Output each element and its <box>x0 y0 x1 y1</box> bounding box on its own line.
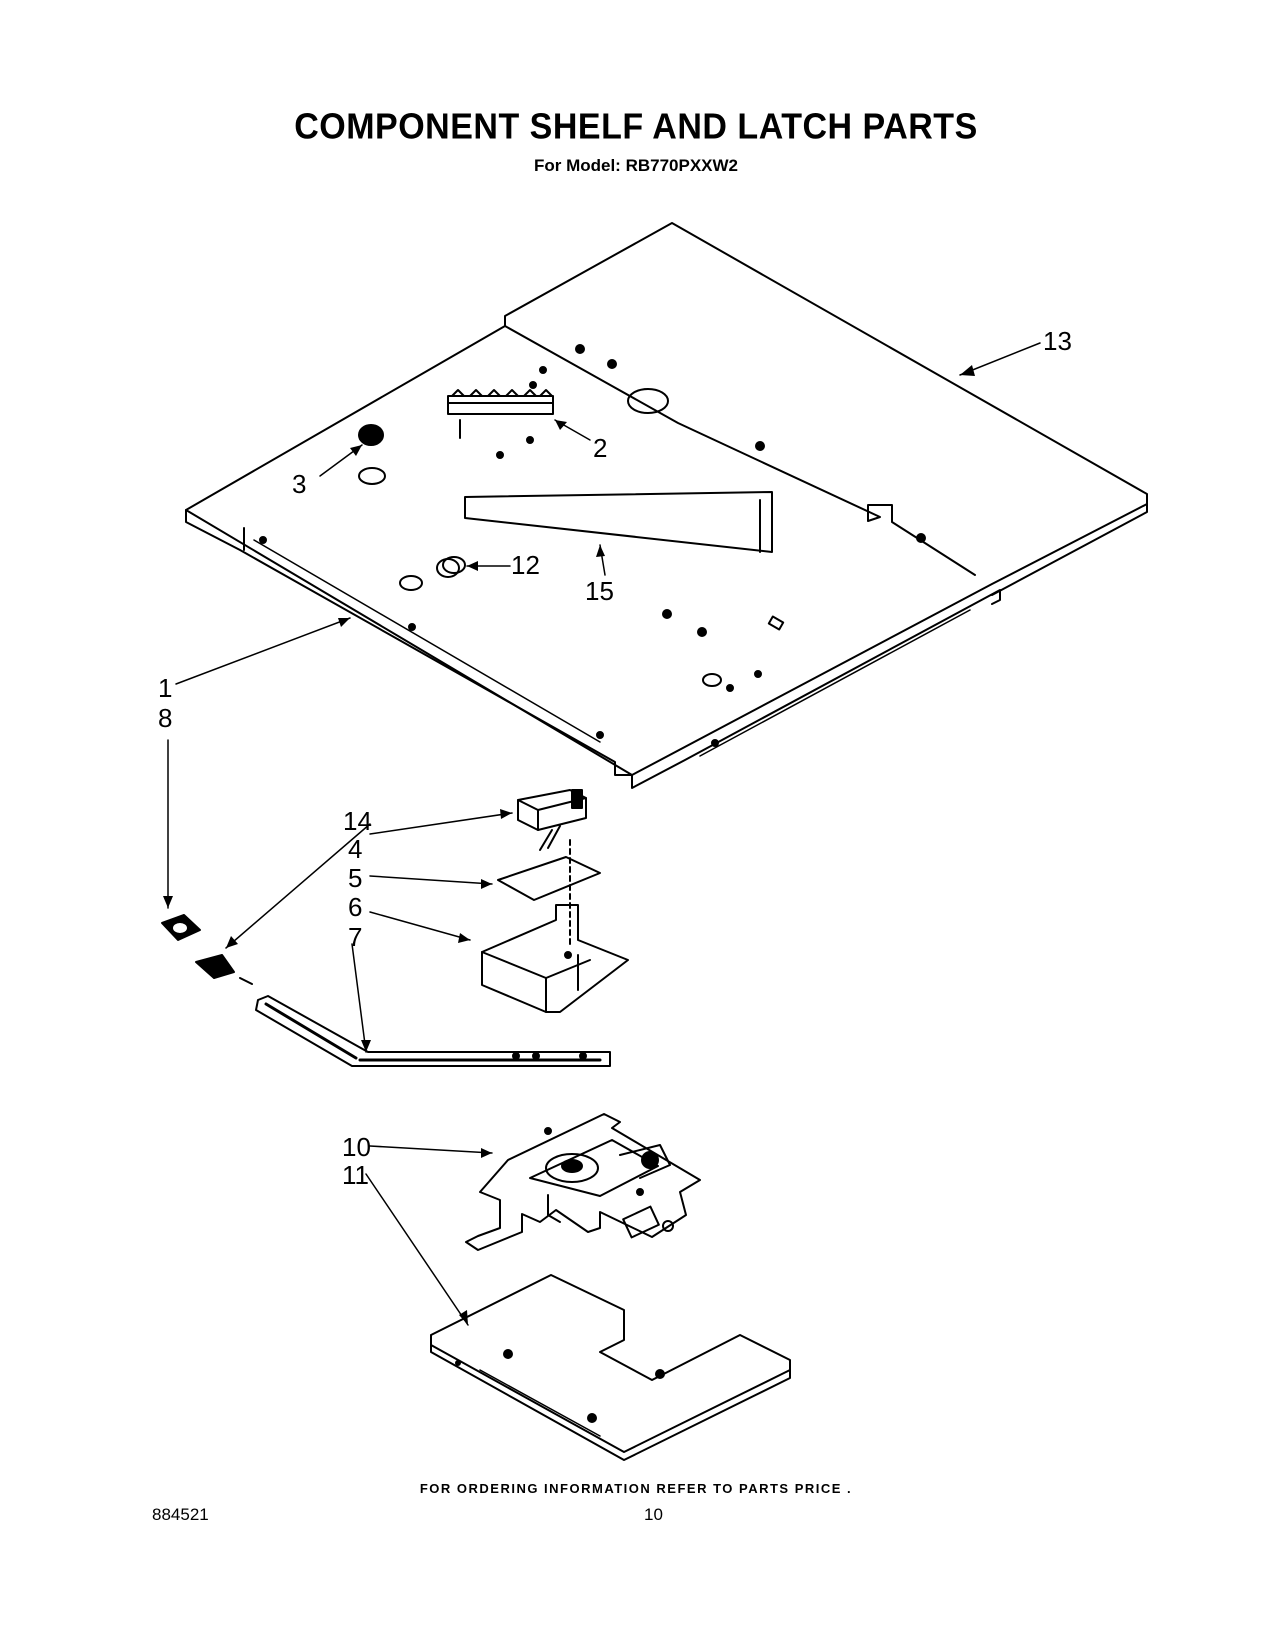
callout-1: 1 <box>158 673 172 703</box>
callout-5: 5 <box>348 863 362 893</box>
terminal-block <box>447 389 554 439</box>
page-title: COMPONENT SHELF AND LATCH PARTS <box>294 107 978 147</box>
ordering-note: FOR ORDERING INFORMATION REFER TO PARTS … <box>419 1481 853 1496</box>
document-number: 884521 <box>152 1505 209 1524</box>
callout-2: 2 <box>593 433 607 463</box>
callout-8: 8 <box>158 703 172 733</box>
callout-4: 4 <box>348 834 362 864</box>
latch-lever <box>255 995 611 1067</box>
callout-12: 12 <box>511 550 540 580</box>
latch-mechanism <box>465 1113 701 1251</box>
arrowheads <box>163 365 975 1325</box>
housing-bracket <box>481 904 629 1013</box>
callout-labels: 13 2 3 12 15 1 8 14 4 5 6 7 10 11 <box>158 326 1072 1190</box>
insulator-plate <box>497 856 601 901</box>
callout-14: 14 <box>343 806 372 836</box>
callout-11: 11 <box>342 1160 369 1190</box>
model-subtitle: For Model: RB770PXXW2 <box>533 156 739 175</box>
callout-7: 7 <box>348 922 362 952</box>
component-shelf <box>185 222 1148 789</box>
callout-6: 6 <box>348 892 362 922</box>
plug-part <box>442 556 466 574</box>
small-clip <box>195 954 253 985</box>
page-number: 10 <box>644 1505 663 1524</box>
callout-10: 10 <box>342 1132 371 1162</box>
knob-part <box>358 424 386 485</box>
switch-part <box>517 789 587 851</box>
latch-hook <box>161 914 201 941</box>
callout-15: 15 <box>585 576 614 606</box>
base-plate <box>430 1274 791 1461</box>
callout-13: 13 <box>1043 326 1072 356</box>
bracket-part <box>464 491 773 553</box>
callout-3: 3 <box>292 469 306 499</box>
